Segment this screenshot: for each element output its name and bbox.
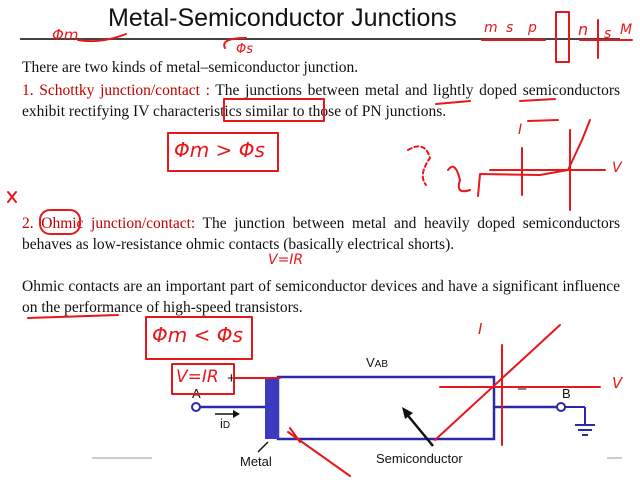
ohmic-contacts-text: Ohmic contacts are an important part of …	[22, 278, 620, 316]
schottky-condition-note: Φm > Φs	[174, 138, 265, 162]
band-label-p: p	[528, 20, 537, 36]
band-label-s2: s	[604, 26, 612, 42]
metal-block	[265, 377, 279, 439]
item-text: The junctions between metal and lightly …	[22, 82, 621, 120]
ohmic-box	[39, 209, 81, 235]
label-minus: –	[518, 380, 527, 397]
iv-curve-1	[477, 119, 591, 197]
condition-box-2	[145, 316, 253, 360]
terminal-a	[191, 402, 201, 412]
v-ir-note: V=IR	[268, 252, 304, 268]
underline-significant	[27, 314, 119, 319]
phi-s-note: Φs	[236, 42, 254, 57]
dashed-scribble	[407, 145, 431, 186]
axis-v-note-2: V	[612, 374, 623, 392]
underline-lightly	[519, 98, 556, 102]
label-metal: Metal	[240, 454, 272, 469]
band-label-s: s	[506, 20, 514, 36]
underline-metal	[435, 100, 471, 105]
phi-m-note: Φm	[52, 26, 79, 44]
label-b: B	[562, 386, 571, 401]
current-arrow-head	[233, 410, 240, 418]
label-vab: VAB	[366, 355, 389, 370]
band-junction	[555, 11, 570, 63]
item-term: Schottky junction/contact :	[39, 82, 210, 99]
condition-box-1	[167, 132, 279, 172]
axis-v-note: V	[612, 160, 622, 176]
scribble	[447, 165, 471, 193]
semiconductor-pointer-head	[402, 407, 413, 419]
axis-i-note-2: I	[478, 320, 483, 338]
metal-pointer	[257, 441, 269, 453]
semiconductor-pointer	[404, 411, 434, 447]
label-id: iD	[220, 416, 231, 431]
v-ir-note-2: V=IR	[176, 367, 219, 387]
title-rule	[20, 38, 620, 40]
rectifying-box	[223, 98, 325, 122]
label-semiconductor: Semiconductor	[376, 451, 463, 466]
phi-s-arrow	[223, 37, 247, 49]
underline-those	[527, 119, 559, 122]
band-label-m: m	[484, 20, 498, 36]
ohmic-condition-note: Φm < Φs	[152, 323, 243, 347]
pointer-stroke	[289, 427, 301, 443]
label-plus: +	[227, 370, 236, 387]
page-title: Metal-Semiconductor Junctions	[108, 4, 457, 32]
intro-text: There are two kinds of metal–semiconduct…	[22, 59, 359, 76]
band-label-m2: M	[620, 22, 633, 38]
item-text: The junction between metal and heavily d…	[22, 215, 620, 253]
band-label-n: n	[578, 20, 589, 39]
list-item-schottky: 1. Schottky junction/contact : The junct…	[22, 80, 620, 122]
iv-line	[434, 324, 561, 441]
x-mark	[7, 191, 17, 203]
item-number: 1.	[22, 82, 34, 99]
phi-m-arrow	[77, 33, 127, 43]
axis-i-note: I	[518, 122, 523, 138]
item-number: 2.	[22, 215, 34, 232]
